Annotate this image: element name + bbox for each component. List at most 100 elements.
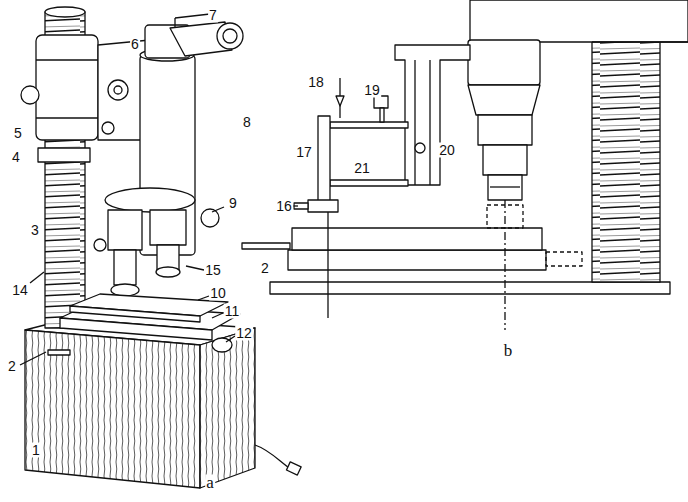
drawing-part	[223, 29, 237, 43]
stage	[48, 294, 240, 355]
drawing-part	[201, 209, 219, 227]
callout-number: 7	[208, 8, 218, 23]
axis-line	[327, 208, 328, 318]
callout-number: 6	[130, 37, 140, 52]
drawing-part	[36, 59, 98, 60]
drawing-part	[330, 122, 408, 128]
drawing-part	[36, 117, 98, 118]
drawing-part	[395, 45, 470, 185]
drawing-part	[429, 60, 430, 185]
drawing-part	[414, 60, 415, 185]
drawing-part	[374, 96, 388, 108]
drawing-part	[294, 203, 308, 209]
figure-letter: b	[503, 343, 514, 358]
drawing-part	[38, 148, 90, 162]
drawing-part	[157, 245, 179, 270]
drawing-part	[108, 80, 128, 100]
drawing-part	[114, 86, 122, 94]
base	[25, 316, 255, 488]
drawing-part	[198, 296, 209, 300]
drawing-part	[468, 85, 540, 115]
drawing-part	[330, 180, 408, 186]
drawing-part	[483, 145, 527, 175]
drawing-part	[318, 116, 330, 202]
objectives	[94, 188, 195, 296]
drawing-part	[293, 205, 298, 206]
drawing-part	[186, 266, 204, 270]
callout-number: 19	[363, 83, 381, 98]
callout-number: 3	[30, 223, 40, 238]
callout-number: 9	[228, 196, 238, 211]
drawing-part	[226, 336, 235, 342]
leader-lines	[20, 207, 235, 365]
drawing-part	[546, 252, 582, 266]
drawing-part	[25, 330, 200, 488]
drawing-part	[70, 306, 200, 322]
callout-number: 2	[7, 359, 17, 374]
drawing-part	[111, 284, 139, 296]
drawing-part	[94, 239, 106, 251]
drawing-part	[200, 328, 255, 488]
drawing-part	[336, 96, 344, 106]
callout-number: 4	[11, 150, 21, 165]
drawing-part	[380, 108, 384, 122]
drawing-part	[488, 175, 522, 200]
drawing-part	[470, 0, 688, 42]
drawing-part	[468, 40, 540, 85]
callout-number: 11	[224, 304, 241, 319]
tube	[140, 14, 243, 255]
drawing-part	[108, 210, 142, 250]
callout-number: 17	[295, 145, 313, 160]
drawing-part	[36, 35, 98, 140]
drawing-part	[415, 143, 425, 153]
callout-number: 2	[260, 261, 270, 276]
objective-b	[468, 40, 540, 330]
callout-number: 15	[204, 263, 222, 278]
drawing-part	[592, 41, 688, 42]
drawing-part	[21, 86, 39, 104]
drawing-part	[20, 352, 46, 365]
drawing-part	[156, 267, 180, 277]
carriage	[21, 35, 150, 162]
callout-number: 16	[275, 199, 293, 214]
power-cord	[255, 445, 292, 470]
drawing-part	[212, 313, 223, 318]
drawing-part	[175, 14, 210, 18]
callout-number: 5	[13, 126, 23, 141]
callout-number: 20	[438, 143, 456, 158]
drawing-part	[48, 350, 70, 355]
drawing-part	[504, 200, 505, 330]
drawing-part	[212, 207, 224, 212]
callout-number: 1	[31, 443, 41, 458]
drawing-part	[102, 122, 114, 134]
drawing-part	[150, 210, 186, 245]
callout-number: 12	[235, 326, 253, 341]
drawing-part	[174, 18, 175, 28]
drawing-part	[114, 250, 136, 285]
leader-lines-b	[293, 205, 298, 206]
figure-letter: a	[205, 475, 215, 490]
callout-number: 8	[242, 115, 252, 130]
drawing-part	[105, 188, 195, 212]
drawing-part	[592, 40, 660, 282]
drawing-part	[45, 7, 85, 17]
drawing-part	[30, 272, 44, 283]
drawing-part	[308, 200, 338, 212]
callout-number: 18	[307, 75, 325, 90]
drawing-part	[490, 186, 520, 187]
drawing-part	[217, 23, 243, 49]
callout-number: 10	[209, 286, 227, 301]
drawing-part	[288, 250, 546, 270]
drawing-part	[140, 55, 195, 255]
callout-number: 14	[11, 283, 29, 298]
drawing-part	[242, 243, 290, 249]
drawing-part	[20, 0, 688, 488]
plug	[286, 462, 301, 475]
drawing-part	[478, 115, 532, 145]
callout-number: 21	[353, 161, 371, 176]
attachment	[294, 45, 470, 212]
drawing-part	[270, 282, 670, 294]
